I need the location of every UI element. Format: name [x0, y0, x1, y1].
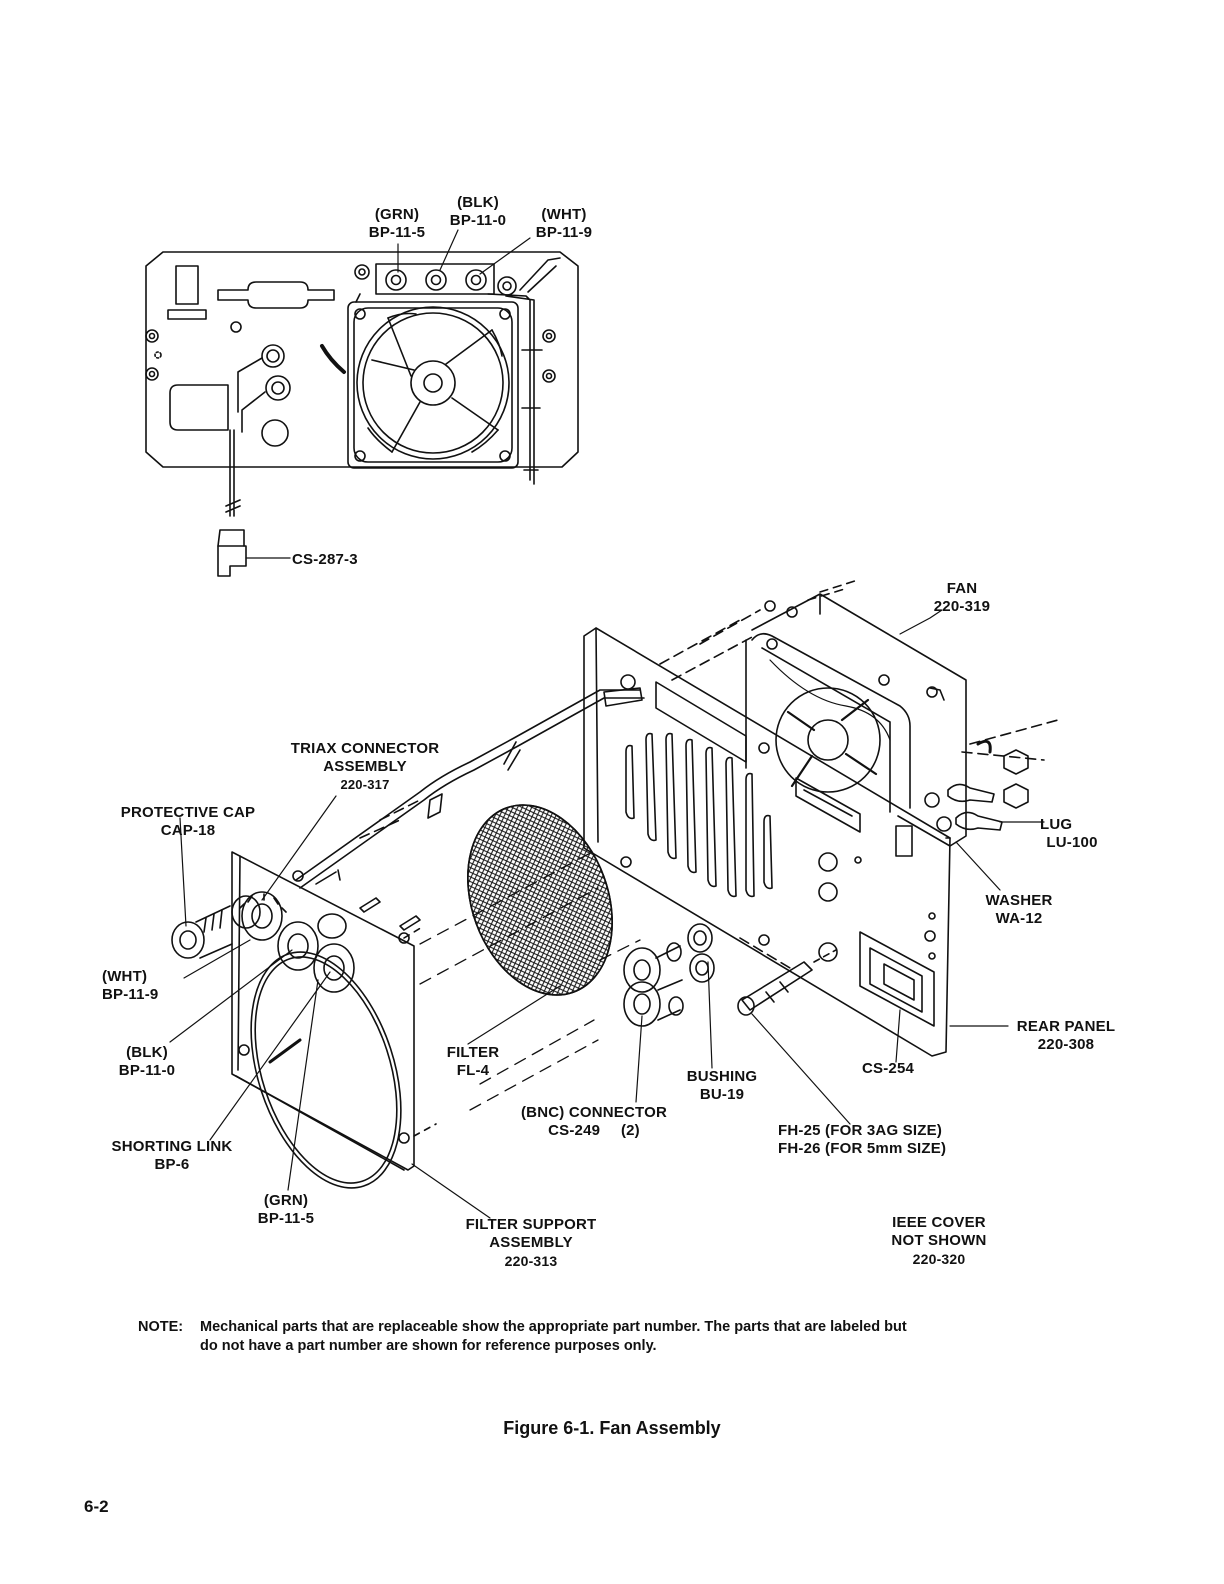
label-grn-post-part: BP-11-5: [257, 1210, 315, 1227]
label-washer-part: WA-12: [995, 910, 1043, 927]
label-filter-name: FILTER: [446, 1044, 500, 1061]
label-protective-cap-part: CAP-18: [160, 822, 216, 839]
label-filter-part: FL-4: [456, 1062, 490, 1079]
label-shorting-link-part: BP-6: [154, 1156, 190, 1173]
label-rear-panel: REAR PANEL 220-308: [1004, 1018, 1128, 1054]
label-blk-top-part: BP-11-0: [449, 212, 507, 229]
label-grn-post-color: (GRN): [263, 1192, 309, 1209]
label-rear-panel-name: REAR PANEL: [1016, 1018, 1116, 1035]
label-wht-top: (WHT) BP-11-9: [524, 206, 604, 242]
label-fan: FAN 220-319: [922, 580, 1002, 616]
leader-lines: [169, 609, 1045, 1219]
page-number: 6-2: [84, 1497, 109, 1516]
exploded-fan-hardware: [924, 719, 1059, 832]
label-grn-top-part: BP-11-5: [368, 224, 426, 241]
label-ieee-cover-part: 220-320: [912, 1251, 966, 1267]
label-bnc: (BNC) CONNECTOR CS-249 (2): [504, 1104, 684, 1140]
label-grn-post: (GRN) BP-11-5: [246, 1192, 326, 1228]
label-blk-post-color: (BLK): [126, 1044, 168, 1061]
label-grn-top: (GRN) BP-11-5: [358, 206, 436, 242]
triax-cables: [295, 579, 859, 889]
exploded-fan: [745, 593, 967, 847]
label-filter-support-line2: ASSEMBLY: [489, 1234, 573, 1251]
figure-caption: Figure 6-1. Fan Assembly: [503, 1418, 721, 1438]
label-bnc-qty: (2): [620, 1122, 640, 1139]
label-bnc-name: (BNC) CONNECTOR: [520, 1104, 668, 1121]
label-ieee-cover-line1: IEEE COVER: [892, 1214, 986, 1231]
label-fuse-holder: FH-25 (FOR 3AG SIZE) FH-26 (FOR 5mm SIZE…: [778, 1122, 946, 1158]
label-shorting-link: SHORTING LINK BP-6: [96, 1138, 248, 1174]
top-rear-panel-view: [145, 229, 579, 577]
label-protective-cap-name: PROTECTIVE CAP: [120, 804, 256, 821]
label-fan-part: 220-319: [933, 598, 991, 615]
label-filter: FILTER FL-4: [438, 1044, 508, 1080]
label-bushing: BUSHING BU-19: [680, 1068, 764, 1104]
label-lug-part: LU-100: [1046, 834, 1098, 851]
label-rear-panel-part: 220-308: [1037, 1036, 1095, 1053]
label-triax-line2: ASSEMBLY: [323, 758, 407, 775]
label-fuse-holder-line1: FH-25 (FOR 3AG SIZE): [778, 1122, 943, 1139]
filter-support-plate: [171, 851, 437, 1189]
label-wht-top-part: BP-11-9: [535, 224, 593, 241]
label-bushing-name: BUSHING: [686, 1068, 758, 1085]
note-line1: Mechanical parts that are replaceable sh…: [200, 1319, 907, 1335]
label-bnc-part: CS-249: [548, 1122, 601, 1139]
label-wht-post-color: (WHT): [102, 968, 148, 985]
filter-mesh: [467, 804, 613, 996]
label-wht-post-part: BP-11-9: [102, 986, 159, 1003]
label-grn-top-color: (GRN): [374, 206, 420, 223]
note-block: NOTE: Mechanical parts that are replaceab…: [138, 1318, 1098, 1356]
label-blk-post-part: BP-11-0: [118, 1062, 176, 1079]
label-lug-name: LUG: [1040, 816, 1073, 833]
note-line2: do not have a part number are shown for …: [200, 1338, 657, 1354]
label-protective-cap: PROTECTIVE CAP CAP-18: [108, 804, 268, 840]
assembly-lines: [419, 849, 641, 1111]
label-filter-support-line1: FILTER SUPPORT: [465, 1216, 597, 1233]
label-washer: WASHER WA-12: [976, 892, 1062, 928]
label-washer-name: WASHER: [985, 892, 1053, 909]
fuse-holder: [737, 949, 837, 1016]
label-filter-support: FILTER SUPPORT ASSEMBLY 220-313: [446, 1216, 616, 1270]
label-ieee-cover-line2: NOT SHOWN: [891, 1232, 987, 1249]
label-cable: CS-287-3: [292, 551, 358, 568]
label-filter-support-part: 220-313: [504, 1253, 558, 1269]
label-triax: TRIAX CONNECTOR ASSEMBLY 220-317: [270, 740, 460, 794]
label-ieee-cover: IEEE COVER NOT SHOWN 220-320: [866, 1214, 1012, 1268]
label-triax-part: 220-317: [340, 777, 390, 792]
label-lug: LUG LU-100: [1040, 816, 1104, 852]
label-fuse-holder-line2: FH-26 (FOR 5mm SIZE): [778, 1140, 947, 1157]
label-blk-post: (BLK) BP-11-0: [110, 1044, 184, 1080]
label-triax-line1: TRIAX CONNECTOR: [290, 740, 440, 757]
label-shorting-link-name: SHORTING LINK: [111, 1138, 233, 1155]
protective-cap: [171, 905, 233, 959]
label-wht-top-color: (WHT): [541, 206, 587, 223]
binding-posts: [231, 891, 355, 993]
label-blk-top: (BLK) BP-11-0: [438, 194, 518, 230]
label-fan-name: FAN: [946, 580, 978, 597]
label-bushing-part: BU-19: [699, 1086, 745, 1103]
note-head: NOTE:: [138, 1319, 184, 1335]
label-cs254: CS-254: [861, 1060, 915, 1077]
label-wht-post: (WHT) BP-11-9: [102, 968, 158, 1004]
label-blk-top-color: (BLK): [457, 194, 499, 211]
bnc-connectors: [623, 923, 791, 1027]
